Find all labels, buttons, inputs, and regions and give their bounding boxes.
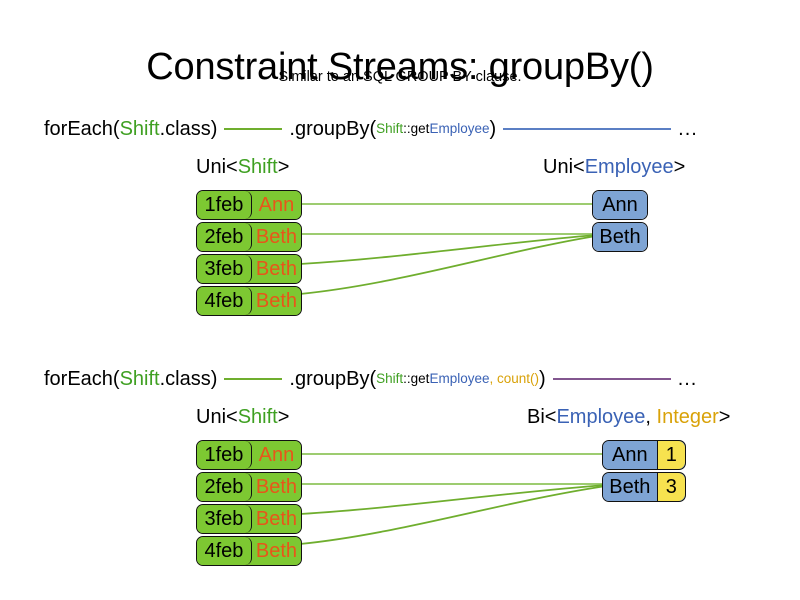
code-groupby-method: .groupBy( — [289, 118, 377, 140]
left-type-outer: Uni< — [196, 156, 238, 178]
right-type-generic2: Integer — [656, 406, 719, 428]
code-foreach-prefix: forEach( — [44, 368, 120, 390]
shift-employee-name: Beth — [251, 223, 301, 251]
code-ellipsis: ... — [677, 368, 698, 390]
left-type-close: > — [277, 156, 290, 178]
left-type-close: > — [277, 406, 290, 428]
right-type-generic: Employee — [584, 156, 674, 178]
code-mapper-separator: ::get — [403, 371, 430, 386]
shift-tuple-row[interactable]: 3feb Beth — [196, 254, 302, 284]
bi-tuple-row[interactable]: Beth 3 — [602, 472, 686, 502]
code-mapper-owner: Shift — [376, 121, 404, 136]
shift-employee-name: Beth — [251, 255, 301, 283]
code-foreach-prefix: forEach( — [44, 118, 120, 140]
code-class-suffix: .class) — [159, 368, 218, 390]
connector-rule-foreach-groupby — [224, 378, 283, 380]
code-mapper-target: Employee — [429, 371, 490, 386]
page-title: Constraint Streams: groupBy() — [146, 46, 654, 89]
shift-count: 1 — [657, 441, 685, 469]
page-subtitle: Similar to an SQL GROUP BY clause. — [278, 69, 522, 85]
right-type-outer: Bi< — [527, 406, 557, 428]
code-mapper-target: Employee — [429, 121, 490, 136]
left-type-outer: Uni< — [196, 406, 238, 428]
shift-employee-name: Beth — [251, 287, 301, 315]
left-type-label-section2: Uni<Shift> — [196, 404, 289, 430]
code-line-groupby-count: forEach( Shift .class) .groupBy( Shift :… — [44, 364, 697, 394]
connector2-4feb-to-beth — [299, 485, 607, 545]
connector2-3feb-to-beth — [299, 484, 607, 515]
shift-tuple-row[interactable]: 4feb Beth — [196, 286, 302, 316]
shift-tuple-row[interactable]: 3feb Beth — [196, 504, 302, 534]
connector-rule-groupby-out — [552, 378, 671, 380]
right-type-outer: Uni< — [543, 156, 585, 178]
code-shift-type: Shift — [119, 118, 160, 140]
right-type-close: > — [673, 156, 686, 178]
shift-date: 4feb — [197, 287, 252, 315]
shift-date: 1feb — [197, 191, 252, 219]
shift-employee-name: Ann — [251, 441, 301, 469]
shift-date: 3feb — [197, 255, 252, 283]
connector-3feb-to-beth — [299, 234, 597, 265]
code-class-suffix: .class) — [159, 118, 218, 140]
code-groupby-close: ) — [489, 118, 497, 140]
shift-tuple-list-section1: 1feb Ann 2feb Beth 3feb Beth 4feb Beth — [196, 190, 302, 318]
connector-4feb-to-beth — [299, 235, 597, 295]
right-type-close: > — [718, 406, 731, 428]
employee-name: Beth — [593, 223, 647, 251]
right-type-mid: , — [645, 406, 657, 428]
code-mapper-owner: Shift — [376, 371, 404, 386]
employee-name: Ann — [593, 191, 647, 219]
code-line-groupby-simple: forEach( Shift .class) .groupBy( Shift :… — [44, 114, 698, 144]
shift-employee-name: Beth — [251, 473, 301, 501]
left-type-label-section1: Uni<Shift> — [196, 154, 289, 180]
shift-tuple-row[interactable]: 1feb Ann — [196, 190, 302, 220]
bi-tuple-list-section2: Ann 1 Beth 3 — [602, 440, 686, 504]
shift-count: 3 — [657, 473, 685, 501]
shift-date: 4feb — [197, 537, 252, 565]
code-collector-count: , count() — [489, 371, 540, 386]
bi-tuple-row[interactable]: Ann 1 — [602, 440, 686, 470]
code-shift-type: Shift — [119, 368, 160, 390]
code-mapper-separator: ::get — [403, 121, 430, 136]
shift-tuple-list-section2: 1feb Ann 2feb Beth 3feb Beth 4feb Beth — [196, 440, 302, 568]
shift-tuple-row[interactable]: 1feb Ann — [196, 440, 302, 470]
shift-date: 2feb — [197, 223, 252, 251]
right-type-label-section1: Uni<Employee> — [543, 154, 685, 180]
right-type-label-section2: Bi<Employee, Integer> — [527, 404, 730, 430]
employee-name: Beth — [603, 473, 658, 501]
shift-tuple-row[interactable]: 2feb Beth — [196, 472, 302, 502]
connector-rule-groupby-out — [503, 128, 672, 130]
shift-tuple-row[interactable]: 2feb Beth — [196, 222, 302, 252]
left-type-generic: Shift — [237, 156, 278, 178]
code-ellipsis: ... — [678, 118, 698, 140]
code-groupby-method: .groupBy( — [289, 368, 377, 390]
shift-date: 2feb — [197, 473, 252, 501]
right-type-generic: Employee — [556, 406, 646, 428]
shift-employee-name: Beth — [251, 537, 301, 565]
employee-name: Ann — [603, 441, 658, 469]
left-type-generic: Shift — [237, 406, 278, 428]
employee-tuple-list-section1: Ann Beth — [592, 190, 648, 254]
employee-tuple-row[interactable]: Ann — [592, 190, 648, 220]
shift-date: 3feb — [197, 505, 252, 533]
employee-tuple-row[interactable]: Beth — [592, 222, 648, 252]
shift-employee-name: Beth — [251, 505, 301, 533]
shift-employee-name: Ann — [251, 191, 301, 219]
shift-date: 1feb — [197, 441, 252, 469]
code-groupby-close: ) — [539, 368, 546, 390]
shift-tuple-row[interactable]: 4feb Beth — [196, 536, 302, 566]
connector-rule-foreach-groupby — [224, 128, 283, 130]
